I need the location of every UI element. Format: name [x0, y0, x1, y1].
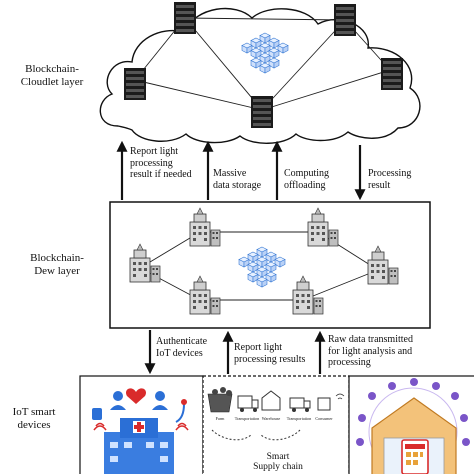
cloud-dew-arrows [116, 140, 366, 201]
cloudlet-layer-label: Blockchain- Cloudlet layer [20, 63, 84, 88]
smart-home-illustration [356, 378, 470, 474]
cloud-server-icon [174, 2, 196, 34]
smart-healthcare-illustration [92, 388, 189, 474]
wifi-icon [175, 422, 189, 431]
cloud-server-icon [381, 58, 403, 90]
hospital-icon [104, 418, 174, 474]
device-ring [368, 387, 458, 474]
heart-icon [125, 388, 147, 404]
stage-label: Transportation [235, 416, 260, 421]
cloud-server-icon [251, 96, 273, 128]
supply-chain-title: Smart Supply chain [253, 452, 303, 472]
patient-icon [155, 391, 165, 401]
computing-offloading-label: Computing offloading [284, 168, 330, 191]
dew-layer-label: Blockchain- Dew layer [30, 252, 84, 277]
raw-data-transmitted-label: Raw data transmitted for light analysis … [328, 334, 413, 368]
consumer-icon [317, 397, 331, 411]
smart-supply-chain-illustration [207, 387, 345, 441]
dew-iot-arrows [144, 330, 326, 375]
report-light-processing-label: Report light processing result if needed [130, 146, 192, 180]
cloud-server-icon [334, 4, 356, 36]
processing-result-label: Processing result [368, 168, 412, 191]
cloud-server-icon [124, 68, 146, 100]
iot-layer-label: IoT smart devices [12, 406, 56, 431]
stethoscope-icon [175, 403, 185, 423]
produce-basket-icon [207, 393, 233, 413]
stage-label: Warehouse [262, 416, 281, 421]
warehouse-icon [261, 390, 281, 411]
wifi-icon [93, 422, 107, 431]
doctor-icon [113, 391, 123, 401]
stage-label: Transportation [287, 416, 312, 421]
wearable-icon [92, 408, 102, 420]
supply-chain-stage-labels: Farm Transportation Warehouse Transporta… [216, 416, 334, 421]
authenticate-iot-label: Authenticate IoT devices [156, 336, 208, 359]
stage-label: Consumer [315, 416, 333, 421]
report-light-results-label: Report light processing results [234, 342, 306, 365]
massive-data-storage-label: Massive data storage [213, 168, 262, 191]
stage-label: Farm [216, 416, 226, 421]
